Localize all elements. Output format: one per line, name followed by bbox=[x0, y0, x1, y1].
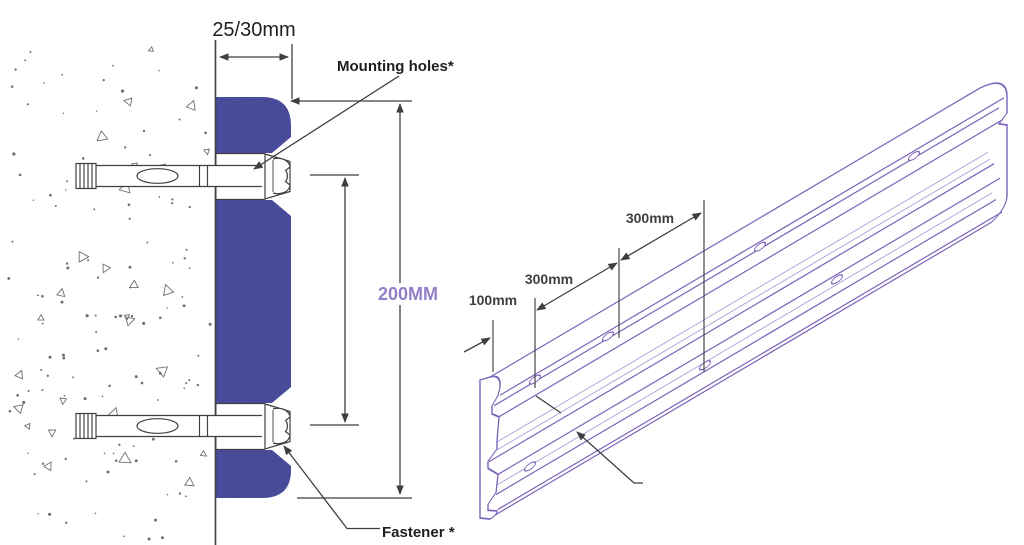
fastener-head bbox=[272, 157, 291, 195]
dimension-25-30mm: 25/30mm bbox=[212, 19, 296, 99]
mounting-channel-top bbox=[264, 153, 291, 200]
wall-section bbox=[7, 45, 212, 541]
mounting-holes-label: Mounting holes* bbox=[337, 58, 454, 75]
dimension-300mm-2 bbox=[620, 212, 702, 261]
rail-mounting-holes bbox=[523, 150, 921, 472]
anchor-bolt-top bbox=[75, 162, 262, 190]
mounting-channel-bottom bbox=[264, 403, 291, 450]
concrete-hatch bbox=[7, 45, 212, 541]
rail-body-lines bbox=[489, 87, 1004, 519]
dimension-height-inner bbox=[310, 174, 359, 426]
mounting-hole bbox=[830, 274, 844, 285]
chamfer bbox=[272, 200, 291, 216]
leader-line-short bbox=[535, 395, 562, 414]
mounting-hole bbox=[601, 331, 615, 342]
rail-end-cap bbox=[979, 82, 1008, 223]
bolt-slot bbox=[136, 168, 179, 184]
anchor-bolt-bottom bbox=[75, 412, 262, 440]
bolt-slot bbox=[136, 418, 179, 434]
mounting-hole bbox=[753, 241, 767, 252]
leader-line-long bbox=[576, 431, 643, 484]
height-dimension-label: 200MM bbox=[378, 284, 438, 304]
leader-mounting-holes bbox=[253, 75, 400, 170]
dimension-100mm bbox=[463, 337, 491, 353]
rail-isometric: 100mm 300mm 300mm bbox=[463, 82, 1008, 520]
rail-end-profile bbox=[479, 375, 501, 520]
label-mask bbox=[369, 283, 449, 305]
spacing-dimension-label-1: 300mm bbox=[525, 271, 573, 287]
width-dimension-label: 25/30mm bbox=[212, 19, 295, 41]
chamfer bbox=[272, 387, 291, 403]
bolt-thread-end bbox=[75, 412, 97, 440]
spacing-dimension-label-2: 300mm bbox=[626, 210, 674, 226]
offset-dimension-label: 100mm bbox=[469, 292, 517, 308]
bolt-thread-end bbox=[75, 162, 97, 190]
dimension-300mm-1 bbox=[536, 262, 618, 311]
rail-dimensions: 100mm 300mm 300mm bbox=[463, 200, 705, 484]
mounting-hole bbox=[698, 360, 712, 371]
fastener-label: Fastener * bbox=[382, 524, 455, 541]
mounting-hole bbox=[907, 150, 921, 162]
fastener-head bbox=[272, 407, 291, 445]
leader-fastener bbox=[283, 445, 380, 530]
mounting-hole bbox=[523, 461, 537, 472]
